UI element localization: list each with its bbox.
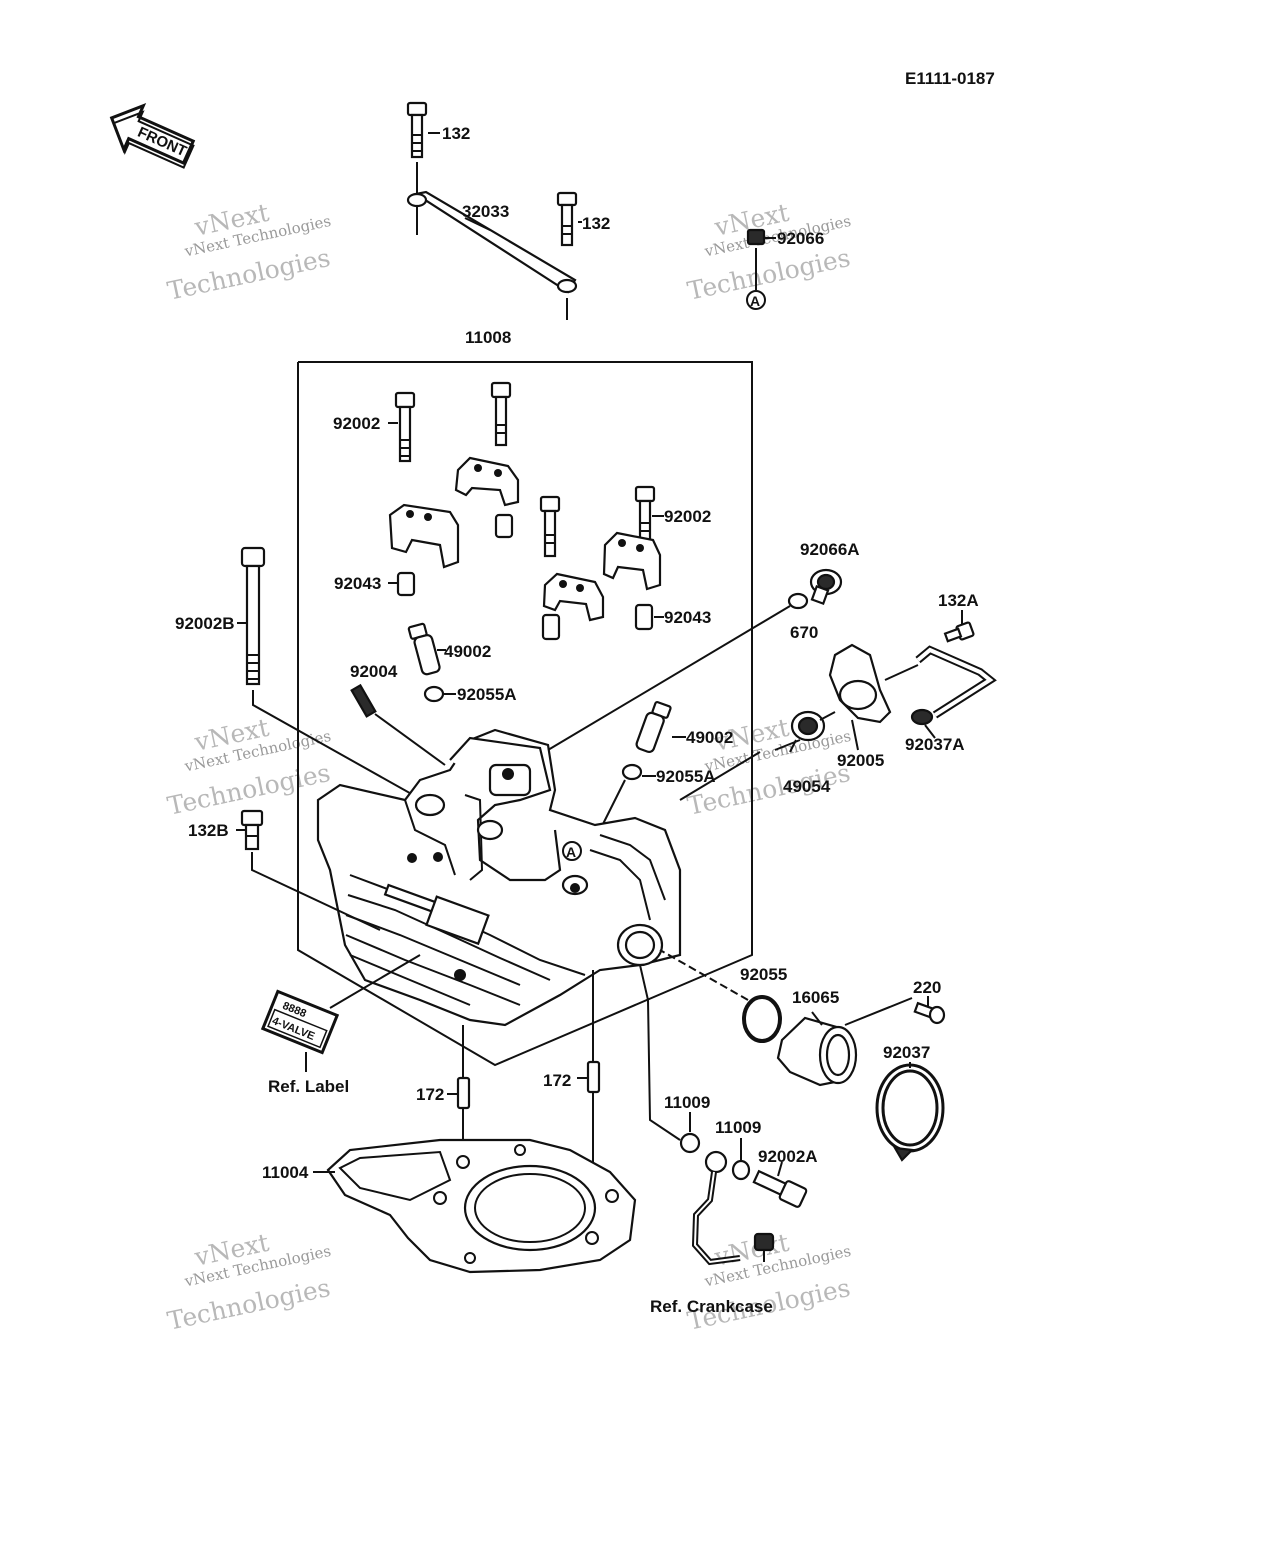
thermostat-49054	[679, 710, 836, 801]
camshaft-cap-left	[388, 503, 460, 569]
dowel-mid	[541, 613, 561, 641]
callout-172-right: 172	[543, 1071, 571, 1090]
callout-220: 220	[913, 978, 941, 997]
cap-bolt-right	[634, 485, 664, 545]
callout-132-right: 132	[582, 214, 610, 233]
callout-92002-left: 92002	[333, 414, 380, 433]
callout-32033: 32033	[462, 202, 509, 221]
bolt-132A	[943, 610, 975, 643]
callout-16065: 16065	[792, 988, 839, 1007]
leader-32033	[464, 217, 491, 231]
callout-132A: 132A	[938, 591, 979, 610]
washer-11009-right	[731, 1138, 751, 1181]
oring-92055A-left	[423, 685, 456, 703]
plug-92066A	[809, 568, 843, 606]
callout-49054: 49054	[783, 777, 831, 796]
dowel-172-right	[577, 970, 601, 1230]
callout-132B: 132B	[188, 821, 229, 840]
watermark-top-right: vNext vNext Technologies Technologies	[685, 198, 853, 306]
diagram-code: E1111-0187	[905, 69, 995, 88]
camshaft-cap-mid	[542, 572, 605, 622]
banjo-bolt-92002A	[752, 1161, 808, 1208]
front-arrow-icon: FRONT	[109, 103, 196, 169]
callout-92055A-right: 92055A	[656, 767, 716, 786]
callout-92002-right: 92002	[664, 507, 711, 526]
valve-49002-left	[407, 622, 446, 676]
callout-11009-right: 11009	[715, 1118, 761, 1137]
screw-220	[913, 996, 946, 1025]
callout-92043-left: 92043	[334, 574, 381, 593]
callout-132-top: 132	[442, 124, 470, 143]
callout-92066: 92066	[777, 229, 824, 248]
cap-bolt-center	[490, 381, 512, 447]
watermark-mid-right: vNext vNext Technologies Technologies	[685, 713, 853, 821]
callout-49002-right: 49002	[686, 728, 733, 747]
leader-label	[329, 954, 421, 1009]
marker-a-top: A	[746, 290, 766, 310]
bolt-132-top	[406, 101, 440, 159]
dowel-upper-center	[494, 513, 514, 539]
housing-92005	[828, 643, 919, 751]
watermark-mid-left: vNext vNext Technologies Technologies	[165, 713, 333, 821]
callout-670: 670	[790, 623, 818, 642]
valve-49002-right	[635, 701, 686, 754]
callout-92037A: 92037A	[905, 735, 965, 754]
watermark-top-left: vNext vNext Technologies Technologies	[165, 198, 333, 306]
callout-92066A: 92066A	[800, 540, 860, 559]
callout-11004: 11004	[262, 1163, 309, 1182]
oil-pipe	[691, 1150, 775, 1266]
callout-92043-right: 92043	[664, 608, 711, 627]
washer-11009-left	[679, 1112, 701, 1154]
callout-92037: 92037	[883, 1043, 930, 1062]
bolt-92002B	[237, 546, 441, 811]
callout-49002-left: 49002	[444, 642, 491, 661]
callout-172-left: 172	[416, 1085, 444, 1104]
watermark-bottom-left: vNext vNext Technologies Technologies	[165, 1228, 333, 1336]
marker-a-head: A	[562, 841, 582, 861]
camshaft-cap-right	[602, 531, 662, 591]
marker-a-text: A	[750, 293, 760, 309]
callout-11008: 11008	[465, 328, 511, 347]
bolt-132-right	[556, 191, 582, 247]
cylinder-head-assembly	[316, 728, 682, 1027]
camshaft-cap-upper-center	[454, 456, 520, 507]
stud-92004	[350, 683, 446, 766]
holder-16065	[776, 997, 913, 1087]
marker-a-head-text: A	[566, 844, 576, 860]
bracket-32033	[406, 162, 578, 320]
clamp-92037	[875, 1062, 945, 1162]
cylinder-head-frame	[297, 361, 753, 1067]
callout-92004: 92004	[350, 662, 398, 681]
cap-bolt-mid	[539, 495, 561, 558]
pipe-92037A	[910, 645, 997, 739]
callout-92005: 92005	[837, 751, 884, 770]
callout-92055A-left: 92055A	[457, 685, 517, 704]
bolt-132B	[236, 809, 381, 931]
callout-92055: 92055	[740, 965, 787, 984]
dowel-92043-right	[634, 603, 654, 631]
callout-92002B: 92002B	[175, 614, 235, 633]
washer-670	[547, 592, 809, 751]
callout-11009-left: 11009	[664, 1093, 710, 1112]
cap-bolt-left	[388, 391, 416, 463]
label-plate: 8888 4-VALVE	[260, 989, 340, 1055]
head-gasket-11004	[313, 1138, 637, 1274]
callout-92002A: 92002A	[758, 1147, 818, 1166]
plug-92066	[746, 228, 776, 290]
leader-oil-pipe	[639, 964, 681, 1141]
oring-92055	[659, 949, 782, 1043]
ref-crankcase-text: Ref. Crankcase	[650, 1297, 773, 1316]
dowel-92043-left	[396, 571, 416, 597]
dowel-172-left	[447, 1025, 471, 1160]
ref-label-text: Ref. Label	[268, 1077, 349, 1096]
